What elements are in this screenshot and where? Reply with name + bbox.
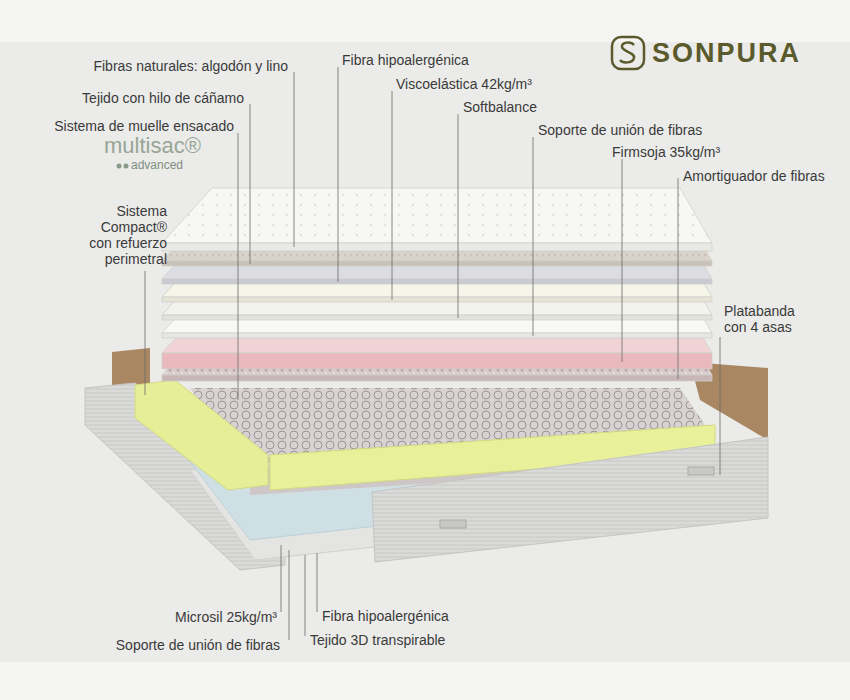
logo-subtext: advanced (131, 158, 183, 172)
part-label: Tejido con hilo de cáñamo (82, 90, 244, 106)
part-label: Tejido 3D transpirable (310, 632, 445, 648)
part-label: Fibras naturales: algodón y lino (93, 58, 288, 74)
mattress-base (85, 348, 768, 570)
part-label: Fibra hipoalergénica (342, 52, 469, 68)
brand-name: SONPURA (652, 36, 801, 70)
logo-dots (117, 164, 129, 169)
part-label: Sistema Compact® con refuerzo perimetral (75, 203, 167, 267)
brand-icon (612, 37, 644, 69)
part-label: Fibra hipoalergénica (322, 608, 449, 624)
part-label: Firmsoja 35kg/m³ (612, 144, 720, 160)
part-label: Viscoelástica 42kg/m³ (396, 76, 532, 92)
part-label: Amortiguador de fibras (683, 168, 825, 184)
leader-lines (145, 67, 720, 640)
part-label: Sistema de muelle ensacado (54, 118, 234, 134)
part-label: Soporte de unión de fibras (116, 637, 280, 653)
part-label: Softbalance (463, 99, 537, 115)
logo-text: multisac® (104, 134, 201, 158)
part-label: Microsil 25kg/m³ (175, 609, 277, 625)
part-label: Platabanda con 4 asas (724, 303, 806, 335)
part-label: Soporte de unión de fibras (538, 122, 702, 138)
mattress-layers (162, 188, 712, 381)
